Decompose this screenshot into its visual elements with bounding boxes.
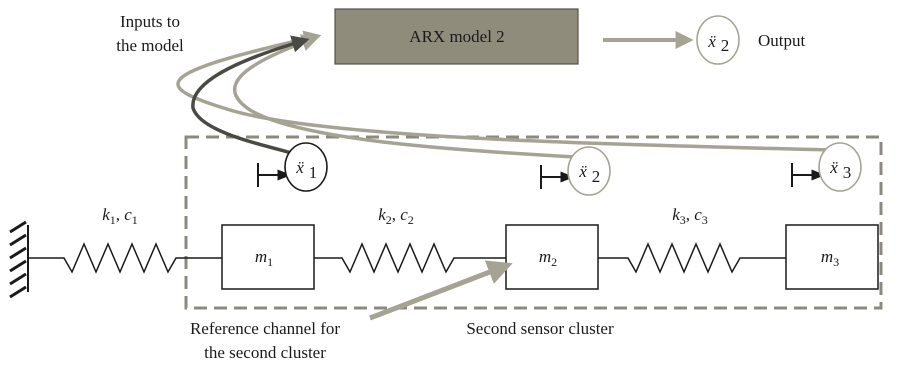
mass2-label: m2 [539,247,557,269]
sensor1-symbol: ẍ [295,158,304,177]
input-arrow-x2 [232,34,576,159]
mass-3 [785,224,879,290]
input-arrow-x1 [191,35,310,155]
arx-model-box [334,8,579,65]
inputs-label-line1: Inputs to [120,12,180,31]
spring-1 [28,242,222,274]
spring1-label: k1, c1 [102,205,138,227]
second-cluster-label: Second sensor cluster [466,319,614,338]
sensor1-sub: 1 [309,163,318,182]
mass3-label: m3 [821,247,839,269]
sensor3-sub: 3 [843,163,852,182]
arx-model-label: ARX model 2 [409,27,504,46]
spring3-label: k3, c3 [672,205,708,227]
reference-channel-arrow [369,260,513,321]
second-cluster-boundary [184,135,883,310]
sensor2-sub: 2 [592,167,601,186]
output-sensor-symbol: ẍ [707,32,716,51]
output-sensor-sub: 2 [721,36,730,55]
mass-1 [221,224,315,290]
spring2-label: k2, c2 [378,205,414,227]
sensor2-symbol: ẍ [578,162,587,181]
inputs-label-line2: the model [116,36,184,55]
mass-2 [505,224,599,290]
reference-label-line2: the second cluster [204,343,326,362]
output-label: Output [758,31,806,50]
sensor3-circle [818,142,862,192]
sensor3-symbol: ẍ [829,158,838,177]
wall-hatch [9,220,27,299]
sensor1-circle [284,142,328,192]
output-sensor-circle [696,15,740,65]
reference-label-line1: Reference channel for [190,319,340,338]
spring-3 [598,242,786,274]
mass1-label: m1 [255,247,273,269]
sensor2-circle [567,146,611,196]
spring-2 [314,242,506,274]
